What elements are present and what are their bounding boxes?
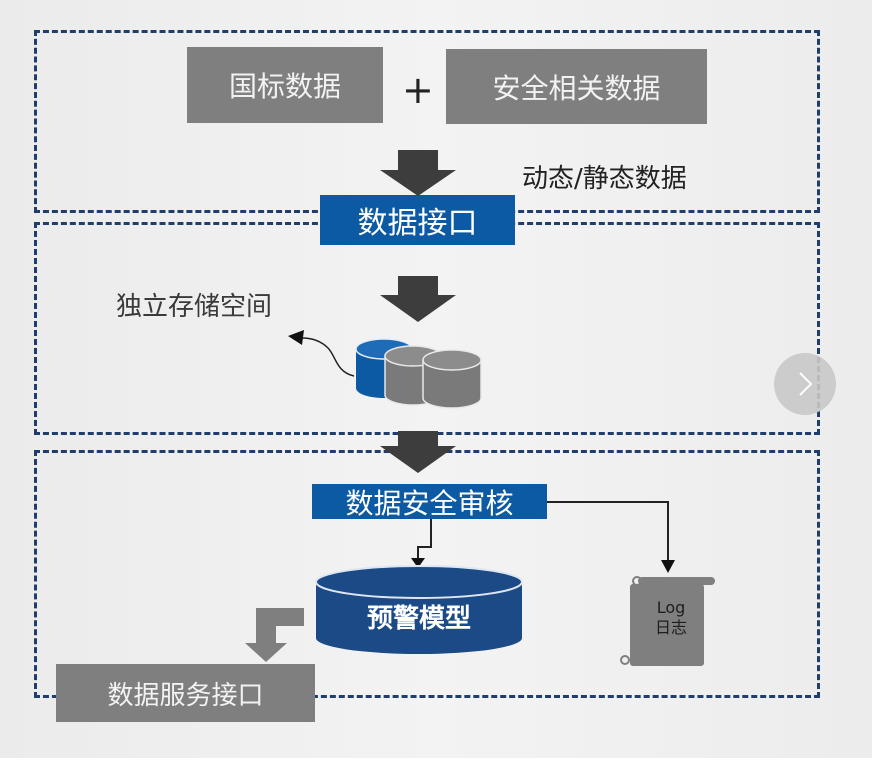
- next-slide-button[interactable]: [774, 353, 836, 415]
- curved-arrow-to-caption-icon: [301, 337, 355, 377]
- data-security-audit-label: 数据安全审核: [345, 486, 514, 520]
- independent-storage-caption: 独立存储空间: [116, 292, 273, 322]
- warning-model-label: 预警模型: [367, 603, 471, 634]
- national-standard-data-box: 国标数据: [187, 47, 383, 123]
- chevron-right-icon: [799, 372, 813, 396]
- log-scroll-icon: [620, 576, 715, 666]
- security-related-data-box: 安全相关数据: [446, 49, 707, 124]
- plus-sign: +: [402, 68, 434, 112]
- data-security-audit-box: 数据安全审核: [312, 484, 547, 520]
- national-standard-data-label: 国标数据: [228, 70, 341, 103]
- data-service-interface-label: 数据服务接口: [107, 680, 264, 711]
- log-label-line1: Log: [656, 598, 686, 617]
- arrow-down-to-interface-icon: [380, 150, 456, 196]
- warning-model-cylinder: [315, 565, 523, 654]
- security-related-data-label: 安全相关数据: [492, 71, 661, 105]
- dynamic-static-data-caption: 动态/静态数据: [522, 164, 687, 194]
- log-label: Log 日志: [640, 598, 702, 638]
- connector-audit-to-log: [547, 501, 669, 562]
- arrow-down-to-audit-icon: [380, 431, 456, 473]
- connector-audit-to-model: [417, 519, 432, 560]
- data-interface-label: 数据接口: [357, 206, 478, 241]
- data-interface-box: 数据接口: [320, 195, 515, 245]
- bent-arrow-to-service-icon: [245, 608, 304, 662]
- arrow-down-to-storage-icon: [380, 276, 456, 322]
- data-service-interface-box: 数据服务接口: [56, 664, 315, 722]
- database-cylinder-gray-icon: [422, 349, 482, 409]
- page-footer-strip: [0, 758, 872, 768]
- log-label-line2: 日志: [654, 618, 687, 637]
